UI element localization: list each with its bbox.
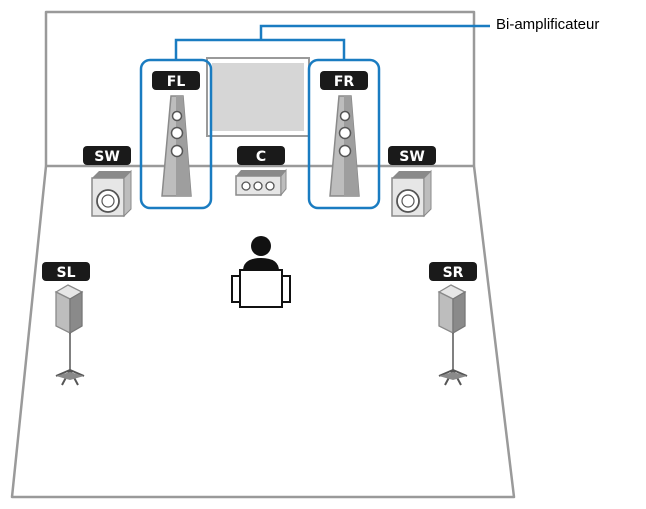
sr-speaker: SR [429,262,477,386]
c-label: C [256,149,266,165]
fr-label: FR [334,74,355,90]
bi-amp-callout-label: Bi-amplificateur [496,16,600,33]
tv-icon [206,57,310,137]
fl-speaker: FL [152,71,200,197]
c-speaker-top [236,170,286,176]
sw-right-label: SW [399,149,425,165]
fl-label-bg [152,71,200,90]
fr-highlight-box [307,58,381,210]
room-outline [10,10,516,499]
room-back-wall [44,10,476,166]
sw-right-speaker: SW [388,146,436,218]
sl-speaker: SL [42,262,90,386]
fl-label: FL [167,74,186,90]
listener-icon [231,236,291,308]
sr-label-bg [429,262,477,281]
fl-highlight-box [139,58,213,210]
sr-label: SR [443,265,464,281]
sw-left-label: SW [94,149,120,165]
sw-right-label-bg [388,146,436,165]
sl-label: SL [56,265,75,281]
fr-speaker: FR [320,71,368,197]
sl-label-bg [42,262,90,281]
sw-left-speaker: SW [83,146,132,218]
room-floor [10,165,516,499]
fr-label-bg [320,71,368,90]
c-label-bg [237,146,285,165]
sw-left-label-bg [83,146,131,165]
c-speaker: C [235,146,287,197]
bi-amp-connector [174,24,490,60]
